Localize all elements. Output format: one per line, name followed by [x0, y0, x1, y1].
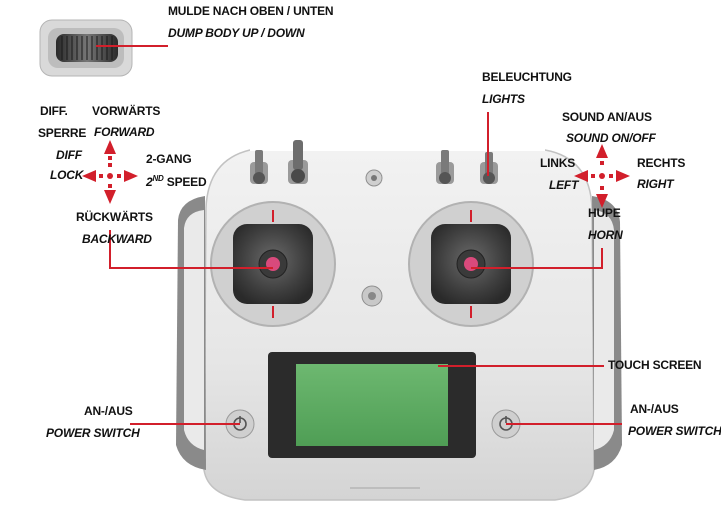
right-label-en: RIGHT [637, 177, 674, 191]
arrow-right-icon [124, 170, 138, 182]
arrow-right-icon [616, 170, 630, 182]
callout-lines [96, 45, 622, 425]
backward-label-de: RÜCKWÄRTS [76, 210, 153, 224]
sound-label-en: SOUND ON/OFF [566, 131, 656, 145]
arrow-left-icon [574, 170, 588, 182]
direction-arrows-left [82, 140, 138, 204]
diff-lock-label-de-1: DIFF. [40, 104, 68, 118]
right-label-de: RECHTS [637, 156, 686, 170]
screw-top [365, 169, 383, 187]
power-right-label-en: POWER SWITCH [628, 424, 721, 438]
arrow-up-icon [596, 144, 608, 158]
touch-screen-label: TOUCH SCREEN [608, 358, 702, 372]
right-stick[interactable] [408, 201, 534, 327]
diff-lock-label-de-2: SPERRE [38, 126, 87, 140]
top-switches [250, 140, 498, 187]
sound-switch[interactable] [436, 150, 454, 184]
diff-lock-label-en-2: LOCK [50, 168, 84, 182]
left-label-en: LEFT [549, 178, 579, 192]
forward-label-en: FORWARD [94, 125, 155, 139]
left-label-de: LINKS [540, 156, 576, 170]
power-left-label-de: AN-/AUS [84, 404, 133, 418]
gear-switch[interactable] [288, 140, 308, 184]
arrow-up-icon [104, 140, 116, 154]
touch-screen[interactable] [268, 352, 476, 458]
gear-label-en: 2ND SPEED [146, 174, 207, 189]
lights-label-en: LIGHTS [482, 92, 525, 106]
forward-label-de: VORWÄRTS [92, 104, 161, 118]
left-stick[interactable] [210, 201, 336, 327]
power-right-label-de: AN-/AUS [630, 402, 679, 416]
power-left-label-en: POWER SWITCH [46, 426, 140, 440]
dump-thumbwheel-inset [39, 19, 133, 77]
diff-lock-label-en-1: DIFF [56, 148, 82, 162]
horn-label-de: HUPE [588, 206, 621, 220]
sound-label-de: SOUND AN/AUS [562, 110, 652, 124]
diff-lock-switch[interactable] [250, 150, 268, 184]
arrow-left-icon [82, 170, 96, 182]
dump-label-en: DUMP BODY UP / DOWN [168, 26, 305, 40]
callout-line-left-stick [109, 230, 273, 269]
arrow-down-icon [596, 194, 608, 208]
backward-label-en: BACKWARD [82, 232, 152, 246]
horn-label-en: HORN [588, 228, 623, 242]
callout-line-right-stick [471, 248, 603, 269]
dump-label-de: MULDE NACH OBEN / UNTEN [168, 4, 334, 18]
direction-arrows-right [574, 144, 630, 208]
arrow-down-icon [104, 190, 116, 204]
lights-label-de: BELEUCHTUNG [482, 70, 572, 84]
gear-label-de: 2-GANG [146, 152, 192, 166]
center-button[interactable] [361, 285, 383, 307]
